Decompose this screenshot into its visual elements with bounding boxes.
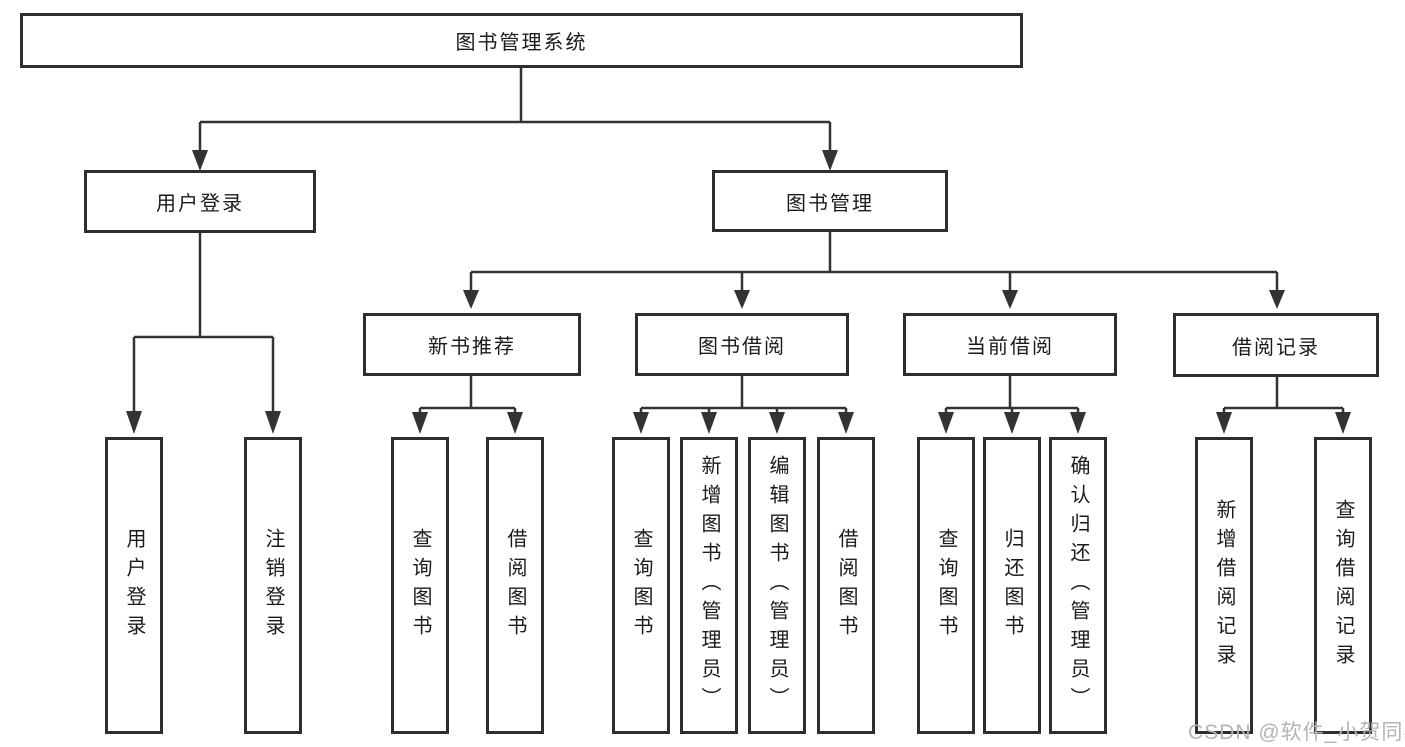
node-borrowing-records-label: 借阅记录 xyxy=(1232,336,1320,359)
leaf-search-books-recommend: 查询图书 xyxy=(391,437,449,734)
leaf-search-books-current: 查询图书 xyxy=(917,437,975,734)
leaf-search-borrow-record-label: 查询借阅记录 xyxy=(1332,498,1354,673)
node-root: 图书管理系统 xyxy=(20,13,1023,68)
node-new-book-recommendation: 新书推荐 xyxy=(363,313,581,376)
leaf-user-login-label: 用户登录 xyxy=(123,527,145,644)
leaf-borrow-books-recommend-label: 借阅图书 xyxy=(504,527,526,644)
leaf-search-books-recommend-label: 查询图书 xyxy=(409,527,431,644)
leaf-borrow-books-recommend: 借阅图书 xyxy=(486,437,544,734)
node-borrowing-records: 借阅记录 xyxy=(1173,313,1379,377)
leaf-add-book-admin-label: 新增图书（管理员） xyxy=(698,455,720,716)
leaf-search-books-borrowing: 查询图书 xyxy=(612,437,670,734)
leaf-search-books-borrowing-label: 查询图书 xyxy=(630,527,652,644)
leaf-logout-label: 注销登录 xyxy=(262,527,284,644)
leaf-confirm-return-admin-label: 确认归还（管理员） xyxy=(1067,455,1089,716)
leaf-confirm-return-admin: 确认归还（管理员） xyxy=(1049,437,1107,734)
leaf-search-borrow-record: 查询借阅记录 xyxy=(1314,437,1372,734)
leaf-return-book-label: 归还图书 xyxy=(1001,527,1023,644)
leaf-borrow-books-borrowing: 借阅图书 xyxy=(817,437,875,734)
leaf-user-login: 用户登录 xyxy=(105,437,163,734)
csdn-watermark: CSDN @软件_小贺同学 xyxy=(1188,721,1405,744)
leaf-logout: 注销登录 xyxy=(244,437,302,734)
node-user-login-label: 用户登录 xyxy=(156,193,244,215)
node-book-borrowing-label: 图书借阅 xyxy=(698,336,786,358)
node-book-management: 图书管理 xyxy=(712,170,948,232)
leaf-edit-book-admin-label: 编辑图书（管理员） xyxy=(766,455,788,716)
node-new-book-recommendation-label: 新书推荐 xyxy=(428,336,516,358)
node-root-label: 图书管理系统 xyxy=(455,32,588,54)
leaf-search-books-current-label: 查询图书 xyxy=(935,527,957,644)
node-user-login: 用户登录 xyxy=(84,170,316,233)
node-current-borrowing: 当前借阅 xyxy=(903,313,1117,376)
leaf-add-borrow-record-label: 新增借阅记录 xyxy=(1213,498,1235,673)
node-book-borrowing: 图书借阅 xyxy=(635,313,849,376)
leaf-add-book-admin: 新增图书（管理员） xyxy=(680,437,738,734)
leaf-return-book: 归还图书 xyxy=(983,437,1041,734)
node-book-management-label: 图书管理 xyxy=(786,192,874,215)
node-current-borrowing-label: 当前借阅 xyxy=(966,336,1054,358)
leaf-add-borrow-record: 新增借阅记录 xyxy=(1195,437,1253,734)
leaf-edit-book-admin: 编辑图书（管理员） xyxy=(748,437,806,734)
leaf-borrow-books-borrowing-label: 借阅图书 xyxy=(835,527,857,644)
arrowheads xyxy=(126,150,1351,434)
